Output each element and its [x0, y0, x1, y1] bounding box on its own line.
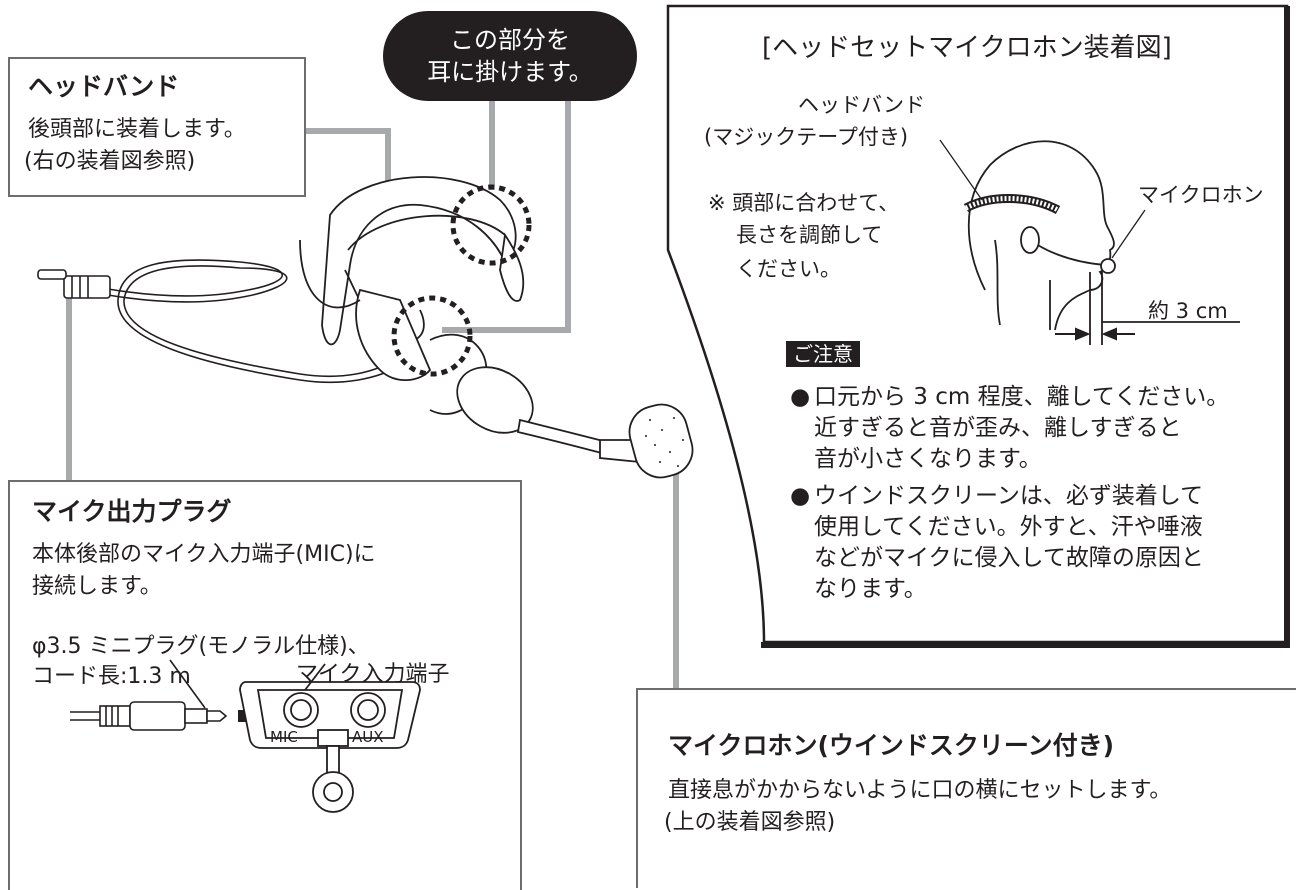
caution-item-2-line-3: などがマイクに侵入して故障の原因と [814, 545, 1204, 571]
ear-hook-marker-upper [450, 184, 532, 266]
adjust-note-3: ください。 [736, 257, 841, 281]
caution-item-2-line-2: 使用してください。外すと、汗や唾液 [814, 514, 1203, 540]
headband-box: ヘッドバンド 後頭部に装着します。 (右の装着図参照) [8, 57, 306, 197]
figure-leaders [939, 139, 1146, 259]
ear-hook-callout: この部分を 耳に掛けます。 [383, 11, 637, 101]
caution-item-2-line-1: ウインドスクリーンは、必ず装着して [814, 483, 1204, 509]
ear-callout-line-2: 耳に掛けます。 [427, 58, 593, 86]
mini-plug-icon [70, 659, 228, 731]
ear-hook-markers [391, 184, 532, 377]
microphone-desc-2: (上の装着図参照) [664, 810, 836, 835]
plug-desc-1: 本体後部のマイク入力端子(MIC)に [32, 542, 376, 567]
aux-port-label: AUX [352, 728, 384, 746]
leader-ear-right [442, 101, 571, 333]
distance-label: 約 3 cm [1148, 299, 1228, 323]
caution-item-1: ● 口元から 3 cm 程度、離してください。 近すぎると音が歪み、離しすぎると… [790, 382, 1230, 475]
adjust-note-2: 長さを調節して [736, 223, 883, 247]
plug-title: マイク出力プラグ [32, 497, 232, 526]
caution-badge: ご注意 [786, 341, 860, 367]
headband-desc-2: (右の装着図参照) [24, 149, 196, 174]
windscreen-icon [628, 403, 694, 479]
bullet-icon: ● [790, 384, 811, 410]
wearing-figure-title: [ヘッドセットマイクロホン装着図] [762, 33, 1172, 63]
caution-item-1-line-2: 近すぎると音が歪み、離しすぎると [814, 415, 1182, 441]
wearing-figure-panel [666, 4, 1289, 644]
leader-lines [66, 101, 679, 688]
mic-port-label: MIC [270, 728, 298, 746]
cable [107, 259, 406, 384]
bullet-icon: ● [790, 483, 811, 509]
leader-headband [306, 128, 391, 185]
headband-label: ヘッドバンド [798, 93, 926, 117]
caution-item-2: ● ウインドスクリーンは、必ず装着して 使用してください。外すと、汗や唾液 など… [790, 481, 1204, 605]
plug-desc-2: 接続します。 [32, 574, 162, 599]
distance-arrows [1055, 327, 1135, 341]
headband-icon [299, 176, 525, 415]
ear-hook-marker-lower [391, 295, 473, 377]
velcro-label: (マジックテープ付き) [704, 125, 909, 149]
plug-spec-2: コード長:1.3 m [32, 664, 191, 689]
caution-item-2-line-4: なります。 [814, 576, 927, 602]
microphone-title: マイクロホン(ウインドスクリーン付き) [668, 731, 1115, 760]
plug-spec-1: φ3.5 ミニプラグ(モノラル仕様)、 [32, 634, 370, 659]
plug-icon [37, 269, 111, 299]
earpiece-icon [456, 366, 641, 463]
caution-item-1-line-1: 口元から 3 cm 程度、離してください。 [814, 384, 1230, 410]
head-profile-icon [963, 140, 1240, 345]
microphone-box: マイクロホン(ウインドスクリーン付き) 直接息がかからないように口の横にセットし… [636, 688, 1296, 888]
caution-item-1-line-3: 音が小さくなります。 [814, 446, 1042, 472]
plug-box: マイク出力プラグ 本体後部のマイク入力端子(MIC)に 接続します。 φ3.5 … [8, 480, 522, 890]
jack-panel-icon [239, 663, 421, 813]
microphone-label: マイクロホン [1138, 183, 1264, 207]
adjust-note-1: ※ 頭部に合わせて、 [708, 191, 900, 215]
ear-callout-line-1: この部分を [450, 26, 570, 54]
headband-desc-1: 後頭部に装着します。 [28, 117, 246, 142]
microphone-desc-1: 直接息がかからないように口の横にセットします。 [668, 778, 1172, 803]
headband-title: ヘッドバンド [28, 72, 180, 101]
jack-label: マイク入力端子 [296, 662, 450, 687]
